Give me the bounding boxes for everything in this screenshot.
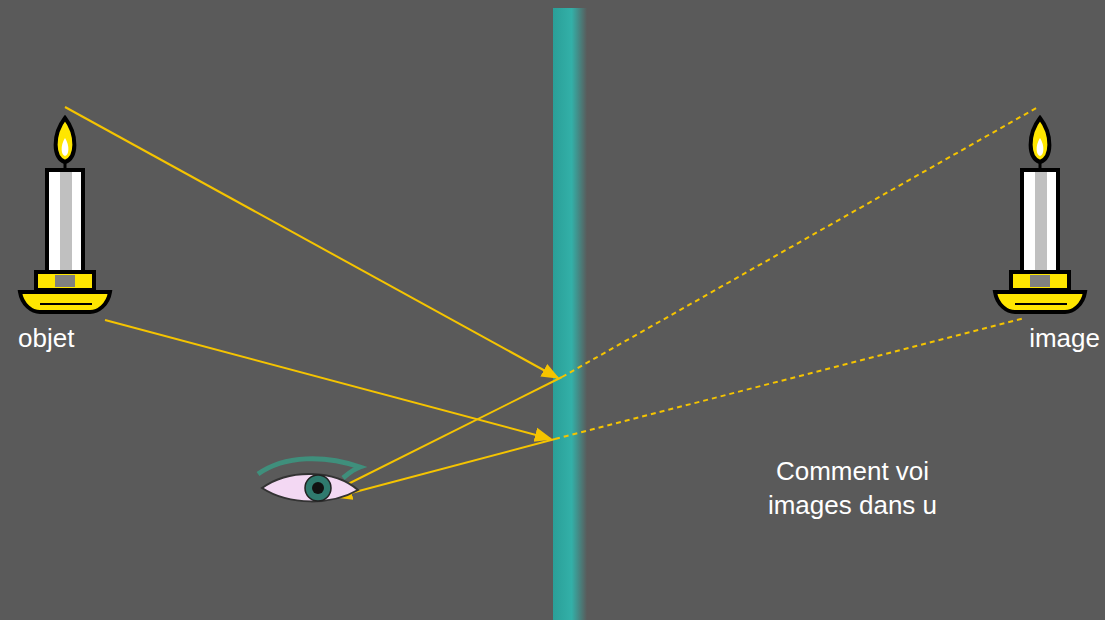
object-candle bbox=[20, 118, 110, 312]
image-candle bbox=[995, 118, 1085, 312]
mirror bbox=[553, 8, 587, 620]
eye bbox=[258, 459, 360, 502]
object-label: objet bbox=[18, 322, 74, 356]
light-rays bbox=[65, 107, 1038, 497]
question-note: Comment voi images dans u bbox=[760, 455, 945, 523]
image-label: image bbox=[1029, 322, 1100, 356]
